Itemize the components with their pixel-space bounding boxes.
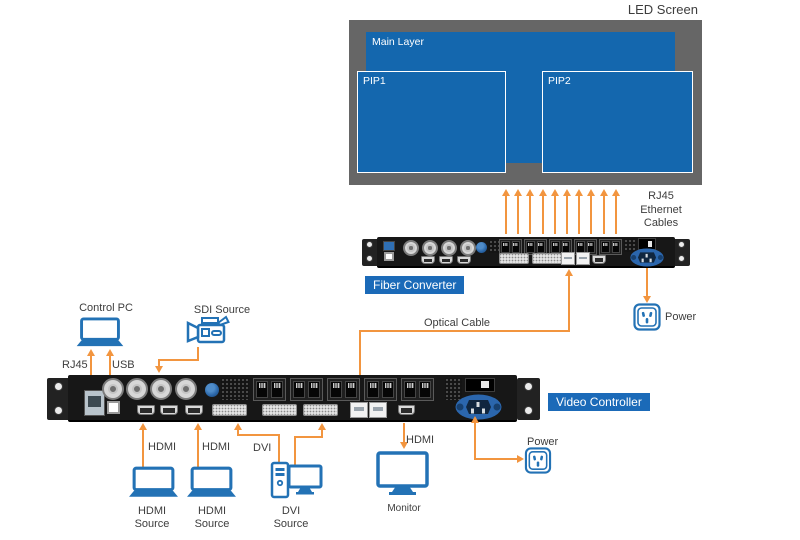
- hdmi-port: [185, 405, 203, 415]
- dvi-port-icon: [262, 404, 297, 416]
- power-inlet-icon: [455, 394, 502, 420]
- pip2-label: PIP2: [548, 75, 571, 87]
- rj45-port-icon: [599, 239, 622, 255]
- rj45-port-icon: [524, 239, 547, 255]
- usb-port: [383, 241, 395, 251]
- fiber-port-icon: [576, 252, 590, 265]
- bnc-connector-icon: [441, 240, 457, 256]
- knob: [205, 383, 219, 397]
- video-camera-icon: [182, 314, 236, 350]
- knob: [476, 242, 487, 253]
- hdmi-source-2-label: HDMI Source: [194, 505, 230, 530]
- bnc-connector-icon: [150, 378, 172, 400]
- hdmi-port: [421, 256, 435, 264]
- desktop-tower-icon: [270, 461, 290, 499]
- power-inlet-icon: [630, 248, 664, 267]
- control-pc-label: Control PC: [79, 302, 133, 314]
- fiber-port-icon: [369, 402, 387, 418]
- laptop-icon: [127, 466, 180, 501]
- usb-port-label: USB: [112, 359, 135, 371]
- pip1-label: PIP1: [363, 75, 386, 87]
- laptop-icon: [185, 466, 238, 501]
- monitor-icon: [376, 451, 429, 497]
- bnc-connector-icon: [460, 240, 476, 256]
- rj45-port-icon: [499, 239, 522, 255]
- hdmi-label-2: HDMI: [202, 441, 231, 453]
- video-controller-badge: Video Controller: [548, 393, 650, 411]
- bnc-connector-icon: [102, 378, 124, 400]
- bnc-connector-icon: [126, 378, 148, 400]
- monitor-icon: [287, 464, 323, 495]
- video-controller-device: [47, 375, 540, 422]
- power-socket-icon: [633, 303, 661, 331]
- fiber-port-icon: [561, 252, 575, 265]
- power-switch: [465, 378, 495, 392]
- dvi-label: DVI: [253, 442, 272, 454]
- pip1-layer: PIP1: [357, 71, 506, 173]
- dvi-port-icon: [303, 404, 338, 416]
- dvi-port-icon: [212, 404, 247, 416]
- hdmi-source-1-label: HDMI Source: [134, 505, 170, 530]
- hdmi-port: [160, 405, 178, 415]
- rj45-port-icon: [401, 378, 434, 401]
- optical-cable-label: Optical Cable: [423, 317, 491, 329]
- bnc-connector-icon: [403, 240, 419, 256]
- rj45-port-icon: [549, 239, 572, 255]
- rj45-port-icon: [327, 378, 360, 401]
- hdmi-port: [439, 256, 453, 264]
- rj45-port-icon: [253, 378, 286, 401]
- hdmi-port: [592, 255, 606, 264]
- led-screen-title: LED Screen: [627, 2, 698, 17]
- rj45-port-icon: [290, 378, 323, 401]
- fiber-converter-badge: Fiber Converter: [365, 276, 465, 294]
- power-label-fiber: Power: [665, 311, 697, 323]
- dvi-source-label: DVI Source: [273, 505, 309, 530]
- rj45-port-label: RJ45: [62, 359, 88, 371]
- usb-b-port: [384, 252, 394, 261]
- hdmi-label-1: HDMI: [148, 441, 177, 453]
- rj45-port-icon: [364, 378, 397, 401]
- fiber-port-icon: [350, 402, 368, 418]
- hdmi-port: [398, 405, 415, 415]
- ethernet-control-port: [84, 390, 105, 416]
- fiber-converter-device: [362, 237, 690, 268]
- power-socket-icon: [524, 447, 552, 474]
- laptop-icon: [74, 317, 126, 350]
- dvi-port-icon: [532, 253, 562, 264]
- sdi-source-label: SDI Source: [193, 304, 251, 316]
- bnc-connector-icon: [422, 240, 438, 256]
- dvi-port-icon: [499, 253, 529, 264]
- bnc-connector-icon: [175, 378, 197, 400]
- hdmi-monitor-label: HDMI: [406, 434, 435, 446]
- monitor-label: Monitor: [387, 503, 421, 514]
- power-label-video: Power: [527, 436, 559, 448]
- main-layer-label: Main Layer: [372, 36, 424, 48]
- pip2-layer: PIP2: [542, 71, 693, 173]
- usb-b-port: [107, 401, 120, 414]
- hdmi-port: [137, 405, 155, 415]
- hdmi-port: [457, 256, 471, 264]
- rj45-ethernet-cables-label: RJ45 Ethernet Cables: [640, 190, 682, 229]
